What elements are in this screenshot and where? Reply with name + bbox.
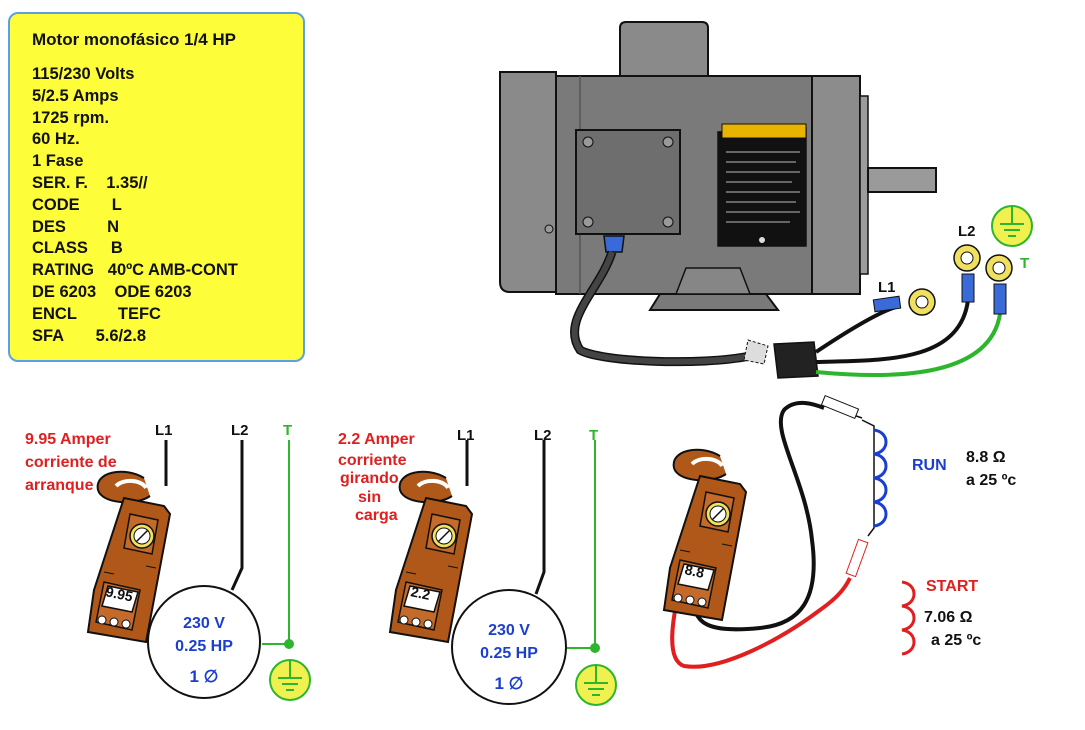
- motor-l2-label: L2: [958, 223, 976, 240]
- run-l1-label: L1: [457, 427, 475, 444]
- spec-title: Motor monofásico 1/4 HP: [32, 30, 237, 49]
- motor-ground-icon: [991, 205, 1033, 247]
- run-ground-icon: [575, 664, 617, 706]
- start-reading-label-1: 9.95 Amper: [25, 431, 111, 448]
- motor-illustration: [499, 21, 1013, 379]
- run-meter-display: 2.2: [409, 583, 432, 603]
- spec-amps: 5/2.5 Amps: [32, 86, 119, 105]
- start-motor-power: 0.25 HP: [175, 638, 233, 655]
- start-reading-label-3: arranque: [25, 477, 94, 494]
- start-winding-label: START: [926, 578, 978, 595]
- start-winding-temp: a 25 ºc: [931, 632, 981, 649]
- spec-enclosure: ENCL TEFC: [32, 304, 161, 323]
- start-l2-label: L2: [231, 422, 249, 439]
- spec-des: DES N: [32, 217, 120, 236]
- run-winding-temp: a 25 ºc: [966, 472, 1016, 489]
- start-current-circuit: [147, 440, 294, 699]
- run-current-circuit: [451, 440, 600, 705]
- start-winding-value: 7.06 Ω: [924, 609, 973, 626]
- spec-rating: RATING 40ºC AMB-CONT: [32, 261, 238, 280]
- spec-service-factor: SER. F. 1.35//: [32, 173, 148, 192]
- run-winding-value: 8.8 Ω: [966, 449, 1006, 466]
- spec-bearings: DE 6203 ODE 6203: [32, 282, 192, 301]
- spec-code: CODE L: [32, 195, 122, 214]
- start-reading-label-2: corriente de: [25, 454, 117, 471]
- run-winding-label: RUN: [912, 457, 947, 474]
- run-l2-label: L2: [534, 427, 552, 444]
- motor-l1-label: L1: [878, 279, 896, 296]
- motor-t-label: T: [1020, 255, 1029, 272]
- run-motor-power: 0.25 HP: [480, 645, 538, 662]
- run-motor-voltage: 230 V: [488, 622, 530, 639]
- run-reading-label-5: carga: [355, 507, 398, 524]
- run-motor-phase: 1 ∅: [495, 674, 524, 693]
- start-meter-display: 9.95: [104, 583, 134, 604]
- run-reading-label-2: corriente: [338, 452, 407, 469]
- resistance-clamp-meter: [662, 447, 748, 622]
- spec-class: CLASS B: [32, 239, 123, 258]
- spec-voltage: 115/230 Volts: [32, 65, 135, 83]
- start-ground-icon: [269, 659, 311, 701]
- run-t-label: T: [589, 427, 598, 444]
- winding-resistance-circuit: [670, 394, 916, 669]
- resistance-meter-display: 8.8: [683, 561, 706, 581]
- run-reading-label-1: 2.2 Amper: [338, 431, 415, 448]
- run-reading-label-3: girando: [340, 470, 399, 487]
- spec-panel: Motor monofásico 1/4 HP 115/230 Volts 5/…: [8, 12, 305, 362]
- start-t-label: T: [283, 422, 292, 439]
- start-motor-voltage: 230 V: [183, 615, 225, 632]
- spec-phase: 1 Fase: [32, 152, 84, 171]
- run-reading-label-4: sin: [358, 489, 381, 506]
- spec-frequency: 60 Hz.: [32, 130, 80, 149]
- spec-sfa: SFA 5.6/2.8: [32, 326, 147, 345]
- start-motor-phase: 1 ∅: [190, 667, 219, 686]
- spec-rpm: 1725 rpm.: [32, 108, 110, 127]
- start-l1-label: L1: [155, 422, 173, 439]
